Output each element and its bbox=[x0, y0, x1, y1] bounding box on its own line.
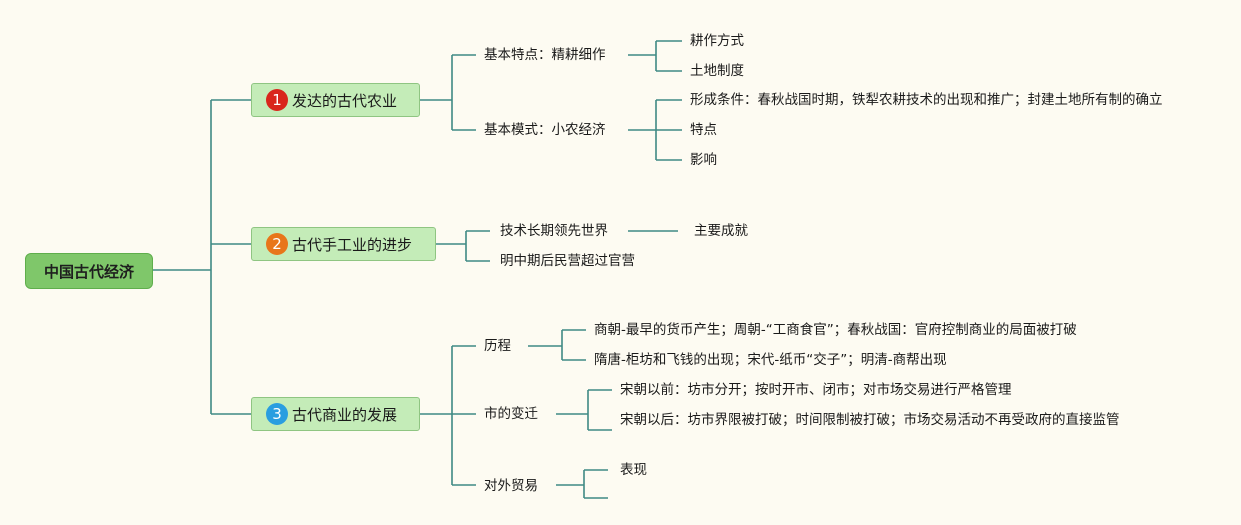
topic-characteristics[interactable]: 特点 bbox=[690, 122, 717, 138]
topic-tech-leading[interactable]: 技术长期领先世界 bbox=[500, 223, 608, 239]
branch-label: 古代手工业的进步 bbox=[292, 235, 413, 254]
topic-influence[interactable]: 影响 bbox=[690, 152, 717, 168]
topic-after-song[interactable]: 宋朝以后：坊市界限被打破；时间限制被打破；市场交易活动不再受政府的直接监管 bbox=[620, 412, 1120, 428]
topic-process[interactable]: 历程 bbox=[484, 338, 511, 354]
topic-sui-tang[interactable]: 隋唐-柜坊和飞钱的出现；宋代-纸币“交子”；明清-商帮出现 bbox=[594, 352, 947, 368]
branch-node-handicraft[interactable]: 2 古代手工业的进步 bbox=[251, 227, 436, 261]
topic-basic-mode[interactable]: 基本模式：小农经济 bbox=[484, 122, 606, 138]
topic-manifestation[interactable]: 表现 bbox=[620, 462, 647, 478]
topic-farming-method[interactable]: 耕作方式 bbox=[690, 33, 744, 49]
root-node[interactable]: 中国古代经济 bbox=[25, 253, 153, 289]
topic-main-achievements[interactable]: 主要成就 bbox=[694, 223, 748, 239]
topic-formation-conditions[interactable]: 形成条件：春秋战国时期，铁犁农耕技术的出现和推广；封建土地所有制的确立 bbox=[690, 92, 1163, 108]
topic-before-song[interactable]: 宋朝以前：坊市分开；按时开市、闭市；对市场交易进行严格管理 bbox=[620, 382, 1012, 398]
number-badge-2: 2 bbox=[266, 233, 288, 255]
number-badge-3: 3 bbox=[266, 403, 288, 425]
branch-label: 古代商业的发展 bbox=[292, 405, 398, 424]
root-label: 中国古代经济 bbox=[43, 262, 134, 281]
branch-node-agriculture[interactable]: 1 发达的古代农业 bbox=[251, 83, 420, 117]
topic-land-system[interactable]: 土地制度 bbox=[690, 63, 744, 79]
branch-node-commerce[interactable]: 3 古代商业的发展 bbox=[251, 397, 420, 431]
topic-shang-zhou[interactable]: 商朝-最早的货币产生；周朝-“工商食官”；春秋战国：官府控制商业的局面被打破 bbox=[594, 322, 1077, 338]
number-badge-1: 1 bbox=[266, 89, 288, 111]
branch-label: 发达的古代农业 bbox=[292, 91, 398, 110]
topic-private-over-official[interactable]: 明中期后民营超过官营 bbox=[500, 253, 635, 269]
topic-foreign-trade[interactable]: 对外贸易 bbox=[484, 478, 538, 494]
topic-market-change[interactable]: 市的变迁 bbox=[484, 406, 538, 422]
topic-basic-feature[interactable]: 基本特点：精耕细作 bbox=[484, 47, 606, 63]
